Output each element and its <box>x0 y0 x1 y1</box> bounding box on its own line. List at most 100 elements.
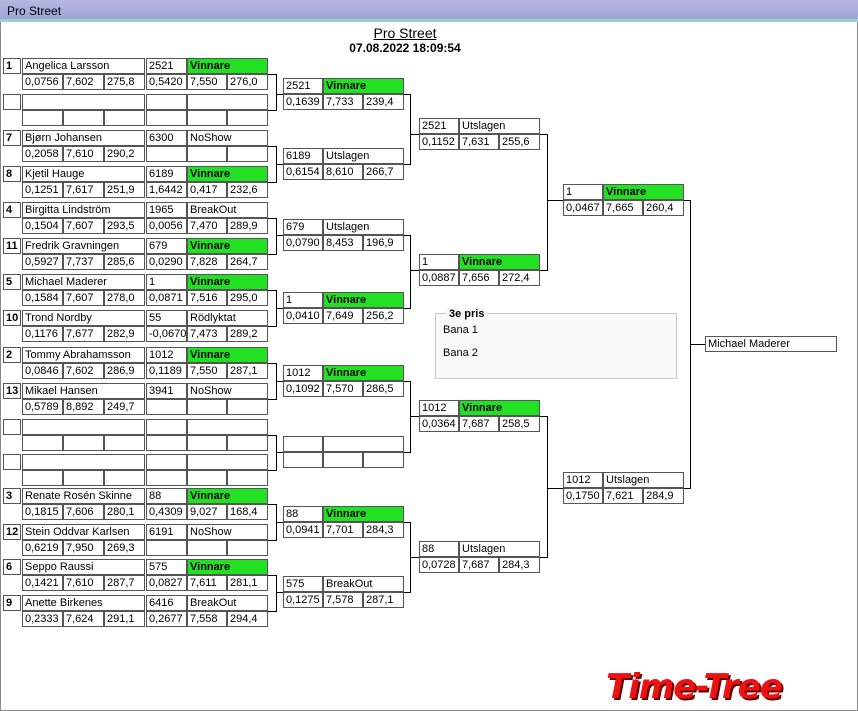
driver-name: Trond Nordby <box>22 310 145 326</box>
reaction-time <box>22 110 63 126</box>
round2-reaction-time: 0,6154 <box>283 164 323 180</box>
reaction-time-2: 0,2677 <box>146 611 187 627</box>
elapsed-time: 7,950 <box>63 540 104 556</box>
reaction-time-2 <box>146 540 187 556</box>
bracket-line <box>684 488 690 489</box>
bracket-line <box>404 164 410 165</box>
bracket-line <box>684 200 690 201</box>
event-datetime: 07.08.2022 18:09:54 <box>349 41 461 55</box>
reaction-time-2 <box>146 110 187 126</box>
bracket-line <box>404 592 410 593</box>
round2-reaction-time: 0,0790 <box>283 235 323 251</box>
speed: 285,6 <box>104 254 145 270</box>
final-winner-name: Michael Maderer <box>705 336 837 352</box>
speed-2 <box>227 470 268 486</box>
elapsed-time-2: 7,470 <box>187 218 227 234</box>
speed: 280,1 <box>104 504 145 520</box>
bracket-line <box>276 308 283 309</box>
round3-status: Vinnare <box>459 254 540 270</box>
car-number: 6191 <box>146 524 187 540</box>
round2-elapsed-time <box>323 452 363 468</box>
bracket-line <box>276 218 277 255</box>
round2-car-number: 1 <box>283 292 323 308</box>
bracket-line <box>268 254 276 255</box>
round2-elapsed-time: 7,649 <box>323 308 363 324</box>
seed-number: 5 <box>3 274 21 290</box>
car-number <box>146 419 187 435</box>
bracket-line <box>410 270 419 271</box>
driver-name: Angelica Larsson <box>22 58 145 74</box>
reaction-time-2: 0,0827 <box>146 575 187 591</box>
round3-elapsed-time: 7,631 <box>459 134 499 150</box>
seed-number: 3 <box>3 488 21 504</box>
car-number <box>146 94 187 110</box>
bracket-line <box>540 134 547 135</box>
speed: 278,0 <box>104 290 145 306</box>
driver-name <box>22 419 145 435</box>
reaction-time: 0,0846 <box>22 363 63 379</box>
elapsed-time <box>63 110 104 126</box>
speed <box>104 470 145 486</box>
result-status: Vinnare <box>187 166 268 182</box>
car-number: 1 <box>146 274 187 290</box>
bracket-line <box>268 540 276 541</box>
speed-2 <box>227 435 268 451</box>
car-number: 575 <box>146 559 187 575</box>
round3-reaction-time: 0,0728 <box>419 557 459 573</box>
speed: 269,3 <box>104 540 145 556</box>
time-tree-logo: Time-Tree <box>606 667 783 707</box>
driver-name: Bjørn Johansen <box>22 130 145 146</box>
result-status: Vinnare <box>187 238 268 254</box>
driver-name <box>22 454 145 470</box>
bracket-line <box>276 74 277 111</box>
speed: 290,2 <box>104 146 145 162</box>
round4-elapsed-time: 7,621 <box>603 488 643 504</box>
bracket-line <box>268 435 276 436</box>
reaction-time: 0,1584 <box>22 290 63 306</box>
bracket-line <box>276 235 283 236</box>
reaction-time: 0,1251 <box>22 182 63 198</box>
bracket-line <box>276 592 283 593</box>
speed-2: 264,7 <box>227 254 268 270</box>
car-number: 1012 <box>146 347 187 363</box>
reaction-time-2 <box>146 399 187 415</box>
bracket-line <box>268 575 276 576</box>
round4-car-number: 1012 <box>563 472 603 488</box>
reaction-time: 0,2333 <box>22 611 63 627</box>
round3-elapsed-time: 7,687 <box>459 557 499 573</box>
elapsed-time-2 <box>187 110 227 126</box>
reaction-time-2: 0,4309 <box>146 504 187 520</box>
window-titlebar: Pro Street <box>0 0 858 22</box>
bracket-line <box>276 435 277 471</box>
third-place-box: 3e pris Bana 1 Bana 2 <box>435 308 677 379</box>
speed-2: 281,1 <box>227 575 268 591</box>
bracket-line <box>268 182 276 183</box>
elapsed-time-2: 9,027 <box>187 504 227 520</box>
bracket-line <box>410 235 411 309</box>
round3-speed: 272,4 <box>499 270 540 286</box>
driver-name: Michael Maderer <box>22 274 145 290</box>
speed <box>104 435 145 451</box>
round2-speed: 284,3 <box>363 522 404 538</box>
reaction-time: 0,0756 <box>22 74 63 90</box>
round2-car-number: 1012 <box>283 365 323 381</box>
reaction-time <box>22 435 63 451</box>
bracket-line <box>540 557 547 558</box>
round3-elapsed-time: 7,656 <box>459 270 499 286</box>
bracket-line <box>268 399 276 400</box>
round2-reaction-time: 0,0941 <box>283 522 323 538</box>
round2-reaction-time: 0,0410 <box>283 308 323 324</box>
round3-speed: 258,5 <box>499 416 540 432</box>
bracket-line <box>410 557 419 558</box>
elapsed-time-2: 7,558 <box>187 611 227 627</box>
round2-speed: 256,2 <box>363 308 404 324</box>
reaction-time-2: 0,0871 <box>146 290 187 306</box>
driver-name: Renate Rosén Skinne <box>22 488 145 504</box>
seed-number <box>3 454 21 470</box>
round2-status <box>323 436 404 452</box>
driver-name: Birgitta Lindström <box>22 202 145 218</box>
elapsed-time: 7,737 <box>63 254 104 270</box>
round2-elapsed-time: 7,578 <box>323 592 363 608</box>
round2-car-number: 2521 <box>283 78 323 94</box>
round2-status: Vinnare <box>323 365 404 381</box>
